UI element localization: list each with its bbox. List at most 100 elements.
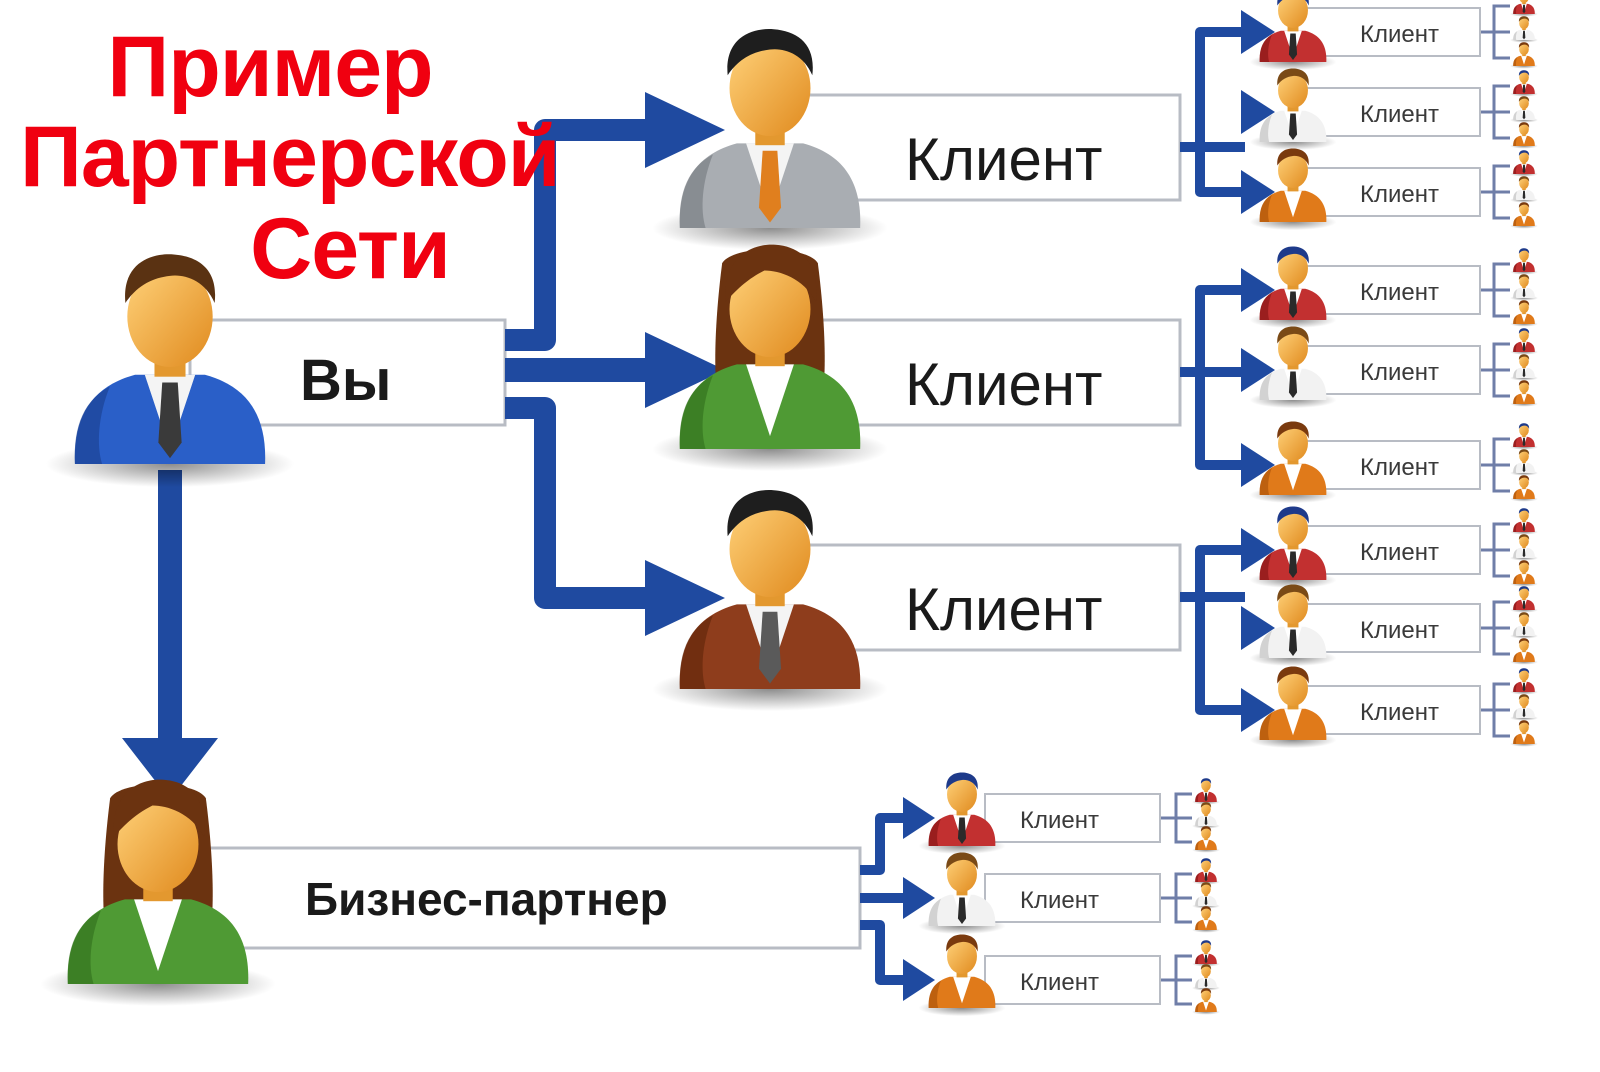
level3-avatar-2-2-tie: [1522, 110, 1526, 120]
sub-client-avatar-4-hair: [1277, 246, 1309, 264]
level3-avatar-5-1: [1509, 328, 1539, 355]
bp-sub-client-avatar-1-head: [947, 776, 977, 812]
sub-client-avatar-2: [1249, 68, 1337, 151]
bp-level3-avatar-2-1-body-shade: [1195, 873, 1200, 882]
level3-avatar-9-3-head: [1519, 721, 1529, 733]
bp-level3-avatar-1-2-tie: [1204, 816, 1208, 826]
level3-avatar-9-2-tie: [1522, 708, 1526, 718]
sub-client-avatar-5-body-shade: [1259, 372, 1272, 400]
level3-avatar-5-3-collar: [1521, 393, 1527, 403]
bp-sub-client-avatar-1: [918, 772, 1006, 855]
business-partner-avatar-collar: [134, 899, 182, 972]
level3-avatar-6-1: [1509, 423, 1539, 450]
fanout-bottom-8: [1480, 626, 1510, 656]
level3-avatar-9-3: [1509, 720, 1539, 747]
sub-client-avatar-7-tie: [1288, 551, 1298, 578]
bp-level3-avatar-3-2-hair: [1200, 964, 1212, 970]
sub-client-label-8: Клиент: [1360, 617, 1439, 644]
arrow-head-you-to-business-partner: [122, 738, 218, 800]
level3-avatar-1-1-body-shade: [1513, 5, 1518, 14]
level3-avatar-3-1-head: [1519, 151, 1529, 163]
bp-level3-avatar-2-1-hair: [1200, 858, 1212, 864]
level3-avatar-6-3-collar: [1521, 488, 1527, 498]
sub-client-label-1: Клиент: [1360, 21, 1439, 48]
level3-avatar-8-2-hair: [1518, 612, 1530, 618]
bp-level3-avatar-3-2-body-shade: [1195, 979, 1200, 988]
level3-avatar-6-2: [1509, 449, 1539, 476]
sub-client-avatar-1-tie: [1288, 33, 1298, 60]
sub-client-avatar-8-head: [1278, 588, 1308, 624]
bp-level3-avatar-2-3-head: [1201, 907, 1211, 919]
sub-client-avatar-2-tie: [1288, 113, 1298, 140]
level3-avatar-2-2-head: [1519, 97, 1529, 109]
level3-avatar-4-1-hair: [1518, 248, 1530, 254]
level3-avatar-4-2-head: [1519, 275, 1529, 287]
sub-client-label-4: Клиент: [1360, 279, 1439, 306]
arrow-you-to-client-3: [505, 397, 650, 609]
level3-avatar-5-3-head: [1519, 381, 1529, 393]
bp-sub-client-avatar-2: [918, 852, 1006, 935]
bp-level3-avatar-3-1-tie: [1204, 954, 1208, 964]
sub-client-avatar-9-body-shade: [1259, 712, 1272, 740]
bp-level3-avatar-2-2-head: [1201, 883, 1211, 895]
sub-client-label-7: Клиент: [1360, 539, 1439, 566]
client-avatar-3-head: [729, 501, 811, 597]
bp-sub-client-avatar-1-body-shade: [928, 818, 941, 846]
level3-avatar-1-1-tie: [1522, 4, 1526, 14]
bp-level3-avatar-1-2-hair: [1200, 802, 1212, 808]
level3-avatar-3-3-collar: [1521, 215, 1527, 225]
fanout-top-5: [1480, 342, 1510, 372]
client-avatar-2-head: [729, 261, 811, 357]
business-partner-label: Бизнес-партнер: [305, 873, 668, 925]
level3-avatar-3-1-body-shade: [1513, 165, 1518, 174]
sub-client-avatar-1: [1249, 0, 1337, 71]
level3-avatar-4-2-hair: [1518, 274, 1530, 280]
level3-avatar-5-3: [1509, 380, 1539, 407]
sub-client-label-3: Клиент: [1360, 181, 1439, 208]
bp-level3-avatar-1-1: [1191, 778, 1221, 805]
level3-avatar-5-1-tie: [1522, 342, 1526, 352]
bp-sub-client-label-2: Клиент: [1020, 887, 1099, 914]
bp-level3-avatar-1-2-body-shade: [1195, 817, 1200, 826]
bp-level3-avatar-1-3-head: [1201, 827, 1211, 839]
level3-avatar-9-3-body-shade: [1513, 735, 1518, 744]
client-avatar-1-hair: [727, 29, 813, 76]
level3-avatar-5-2-tie: [1522, 368, 1526, 378]
level3-avatar-5-1-hair: [1518, 328, 1530, 334]
level3-avatar-2-1: [1509, 70, 1539, 97]
fanout-top-8: [1480, 600, 1510, 630]
level3-avatar-8-3-body-shade: [1513, 653, 1518, 662]
fanout-bottom-2: [1480, 110, 1510, 140]
level3-avatar-9-1: [1509, 668, 1539, 695]
level3-avatar-8-3-collar: [1521, 651, 1527, 661]
business-partner-avatar: [40, 779, 276, 1007]
client-label-1: Клиент: [905, 126, 1102, 193]
title-line-1: Пример: [107, 19, 433, 115]
bp-level3-avatar-2-2-tie: [1204, 896, 1208, 906]
bp-sub-client-avatar-2-body-shade: [928, 898, 941, 926]
arrow-you-to-client-1: [505, 119, 650, 351]
you-avatar: [45, 254, 295, 488]
level3-avatar-3-3-head: [1519, 203, 1529, 215]
level3-avatar-8-2-tie: [1522, 626, 1526, 636]
level3-avatar-1-3-hair: [1518, 42, 1530, 48]
level3-avatar-8-3-hair: [1518, 638, 1530, 644]
level3-avatar-9-2-body-shade: [1513, 709, 1518, 718]
bp-level3-avatar-3-3-head: [1201, 989, 1211, 1001]
arrow-head-l2-5: [1241, 348, 1275, 392]
sub-client-avatar-4-tie: [1288, 291, 1298, 318]
level3-avatar-2-3-collar: [1521, 135, 1527, 145]
bp-fanout-bottom-2: [1160, 896, 1192, 924]
client-label-3: Клиент: [905, 576, 1102, 643]
level3-avatar-3-3-hair: [1518, 202, 1530, 208]
fanout-bottom-4: [1480, 288, 1510, 318]
bp-level3-avatar-2-1: [1191, 858, 1221, 885]
sub-client-avatar-7-hair: [1277, 506, 1309, 524]
level3-avatar-9-2-head: [1519, 695, 1529, 707]
client-avatar-1-head: [729, 40, 811, 136]
level3-avatar-7-1-hair: [1518, 508, 1530, 514]
sub-client-avatar-8-hair: [1277, 584, 1309, 602]
bp-sub-client-label-3: Клиент: [1020, 969, 1099, 996]
level3-avatar-7-2-hair: [1518, 534, 1530, 540]
